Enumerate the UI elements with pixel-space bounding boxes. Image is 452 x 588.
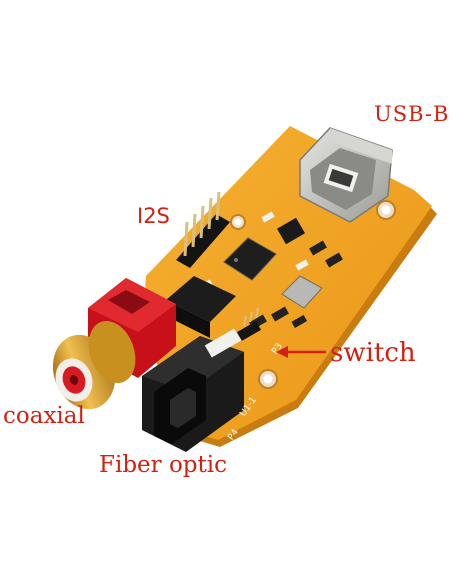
switch-jumper [236, 307, 262, 341]
fiber-optic-connector [142, 328, 244, 452]
coaxial-label: coaxial [3, 403, 85, 429]
usb-b-label: USB-B [374, 102, 450, 126]
switch-arrow [276, 346, 326, 358]
smd-components [199, 211, 343, 330]
crystal-oscillator [281, 275, 323, 309]
transformer [166, 276, 236, 338]
i2s-label: I2S [137, 204, 170, 228]
main-ic-chip [223, 237, 277, 281]
i2s-pin-header [176, 191, 230, 268]
fiber-optic-label: Fiber optic [99, 452, 228, 478]
usb-b-connector [299, 127, 393, 223]
rca-coaxial-connector [52, 278, 176, 410]
switch-label: switch [330, 338, 416, 368]
mounting-holes [230, 200, 396, 389]
